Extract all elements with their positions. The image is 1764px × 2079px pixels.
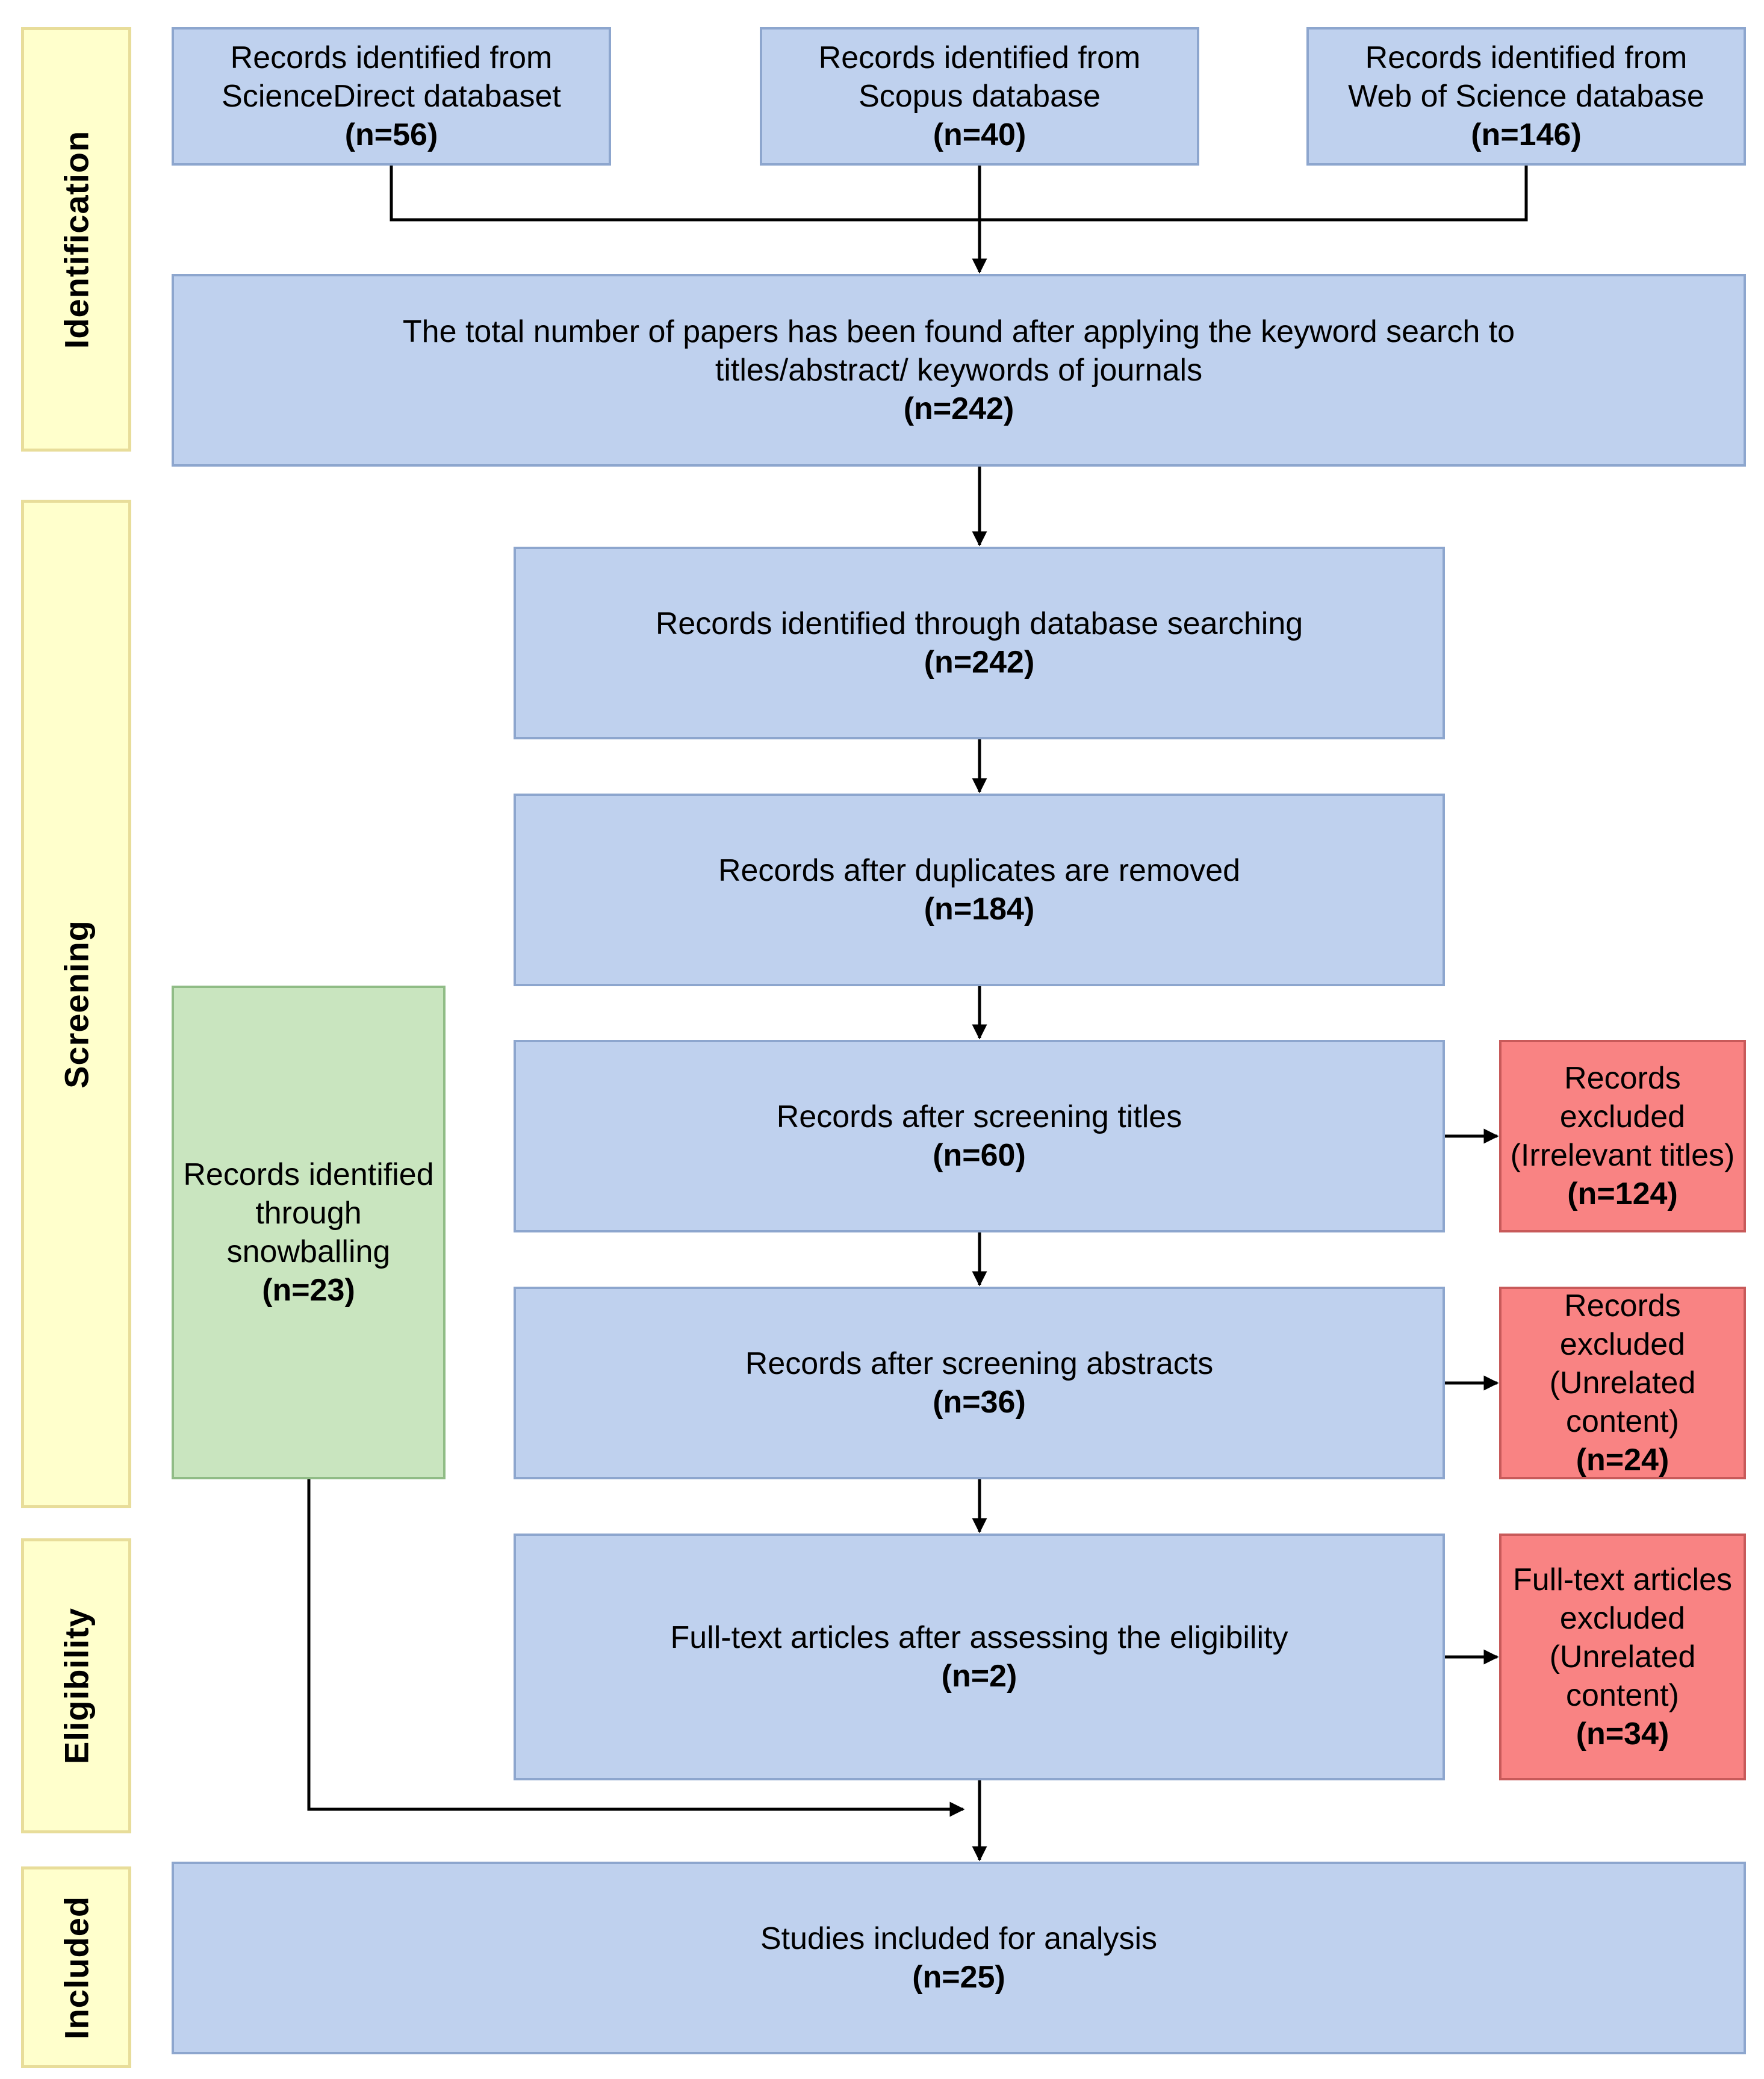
- box-fulltext-count: (n=2): [941, 1659, 1017, 1694]
- box-total-line-1: The total number of papers has been foun…: [402, 314, 1515, 349]
- phase-identification-label: Identification: [57, 130, 95, 349]
- box-snowballing: Records identified through snowballing (…: [172, 986, 446, 1479]
- box-total-count: (n=242): [903, 391, 1014, 426]
- box-excluded-abstracts: Records excluded (Unrelated content) (n=…: [1499, 1287, 1746, 1479]
- phase-included: Included: [21, 1866, 131, 2068]
- box-wos-count: (n=146): [1471, 117, 1582, 152]
- box-excl-fulltext-line-1: Full-text articles: [1512, 1562, 1733, 1597]
- box-excl-titles-line-2: excluded: [1559, 1099, 1686, 1134]
- box-wos-line-1: Records identified from: [1365, 40, 1688, 75]
- box-duplicates-line-1: Records after duplicates are removed: [718, 853, 1241, 888]
- box-excl-fulltext-line-4: content): [1566, 1678, 1679, 1713]
- box-sciencedirect-line-2: ScienceDirect databaset: [222, 79, 561, 114]
- box-abstracts-line-1: Records after screening abstracts: [745, 1346, 1214, 1381]
- phase-screening: Screening: [21, 500, 131, 1508]
- box-snowballing-count: (n=23): [262, 1273, 355, 1308]
- box-excl-titles-line-3: (Irrelevant titles): [1510, 1138, 1735, 1173]
- box-scopus-line-1: Records identified from: [818, 40, 1141, 75]
- box-excluded-fulltext: Full-text articles excluded (Unrelated c…: [1499, 1534, 1746, 1780]
- box-scopus-count: (n=40): [933, 117, 1026, 152]
- phase-screening-label: Screening: [57, 919, 95, 1089]
- box-excl-abstracts-line-4: content): [1566, 1404, 1679, 1439]
- box-screening-abstracts: Records after screening abstracts (n=36): [514, 1287, 1445, 1479]
- box-db-search-line-1: Records identified through database sear…: [655, 606, 1303, 641]
- phase-eligibility: Eligibility: [21, 1538, 131, 1833]
- box-snowballing-line-2: through: [255, 1196, 362, 1231]
- phase-identification: Identification: [21, 27, 131, 452]
- box-abstracts-count: (n=36): [933, 1385, 1026, 1420]
- box-sciencedirect: Records identified from ScienceDirect da…: [172, 27, 611, 166]
- box-fulltext-eligibility: Full-text articles after assessing the e…: [514, 1534, 1445, 1780]
- box-studies-included: Studies included for analysis (n=25): [172, 1862, 1746, 2054]
- box-fulltext-line-1: Full-text articles after assessing the e…: [670, 1620, 1288, 1655]
- box-titles-line-1: Records after screening titles: [776, 1099, 1182, 1134]
- box-duplicates-removed: Records after duplicates are removed (n=…: [514, 794, 1445, 986]
- box-screening-titles: Records after screening titles (n=60): [514, 1040, 1445, 1232]
- phase-eligibility-label: Eligibility: [57, 1608, 95, 1764]
- box-excl-fulltext-line-3: (Unrelated: [1549, 1639, 1696, 1674]
- box-included-line-1: Studies included for analysis: [760, 1921, 1158, 1956]
- box-excl-fulltext-line-2: excluded: [1559, 1601, 1686, 1636]
- box-web-of-science: Records identified from Web of Science d…: [1306, 27, 1746, 166]
- box-excl-abstracts-count: (n=24): [1576, 1443, 1669, 1478]
- box-sciencedirect-line-1: Records identified from: [230, 40, 553, 75]
- box-excl-titles-count: (n=124): [1567, 1176, 1678, 1211]
- connector-sciencedirect-merge: [390, 166, 1528, 222]
- box-excl-abstracts-line-3: (Unrelated: [1549, 1366, 1696, 1400]
- box-excl-abstracts-line-2: excluded: [1559, 1327, 1686, 1362]
- box-titles-count: (n=60): [933, 1138, 1026, 1173]
- box-included-count: (n=25): [912, 1960, 1005, 1995]
- box-duplicates-count: (n=184): [924, 892, 1035, 927]
- box-database-searching: Records identified through database sear…: [514, 547, 1445, 739]
- box-sciencedirect-count: (n=56): [344, 117, 438, 152]
- box-total-papers: The total number of papers has been foun…: [172, 274, 1746, 467]
- box-snowballing-line-1: Records identified: [183, 1157, 434, 1192]
- box-scopus: Records identified from Scopus database …: [760, 27, 1199, 166]
- box-excl-abstracts-line-1: Records: [1564, 1288, 1681, 1323]
- box-scopus-line-2: Scopus database: [859, 79, 1101, 114]
- box-excluded-titles: Records excluded (Irrelevant titles) (n=…: [1499, 1040, 1746, 1232]
- box-snowballing-line-3: snowballing: [226, 1234, 391, 1269]
- box-excl-fulltext-count: (n=34): [1576, 1717, 1669, 1751]
- box-excl-titles-line-1: Records: [1564, 1061, 1681, 1096]
- box-wos-line-2: Web of Science database: [1348, 79, 1704, 114]
- box-db-search-count: (n=242): [924, 645, 1035, 680]
- phase-included-label: Included: [57, 1895, 95, 2039]
- box-total-line-2: titles/abstract/ keywords of journals: [715, 353, 1203, 388]
